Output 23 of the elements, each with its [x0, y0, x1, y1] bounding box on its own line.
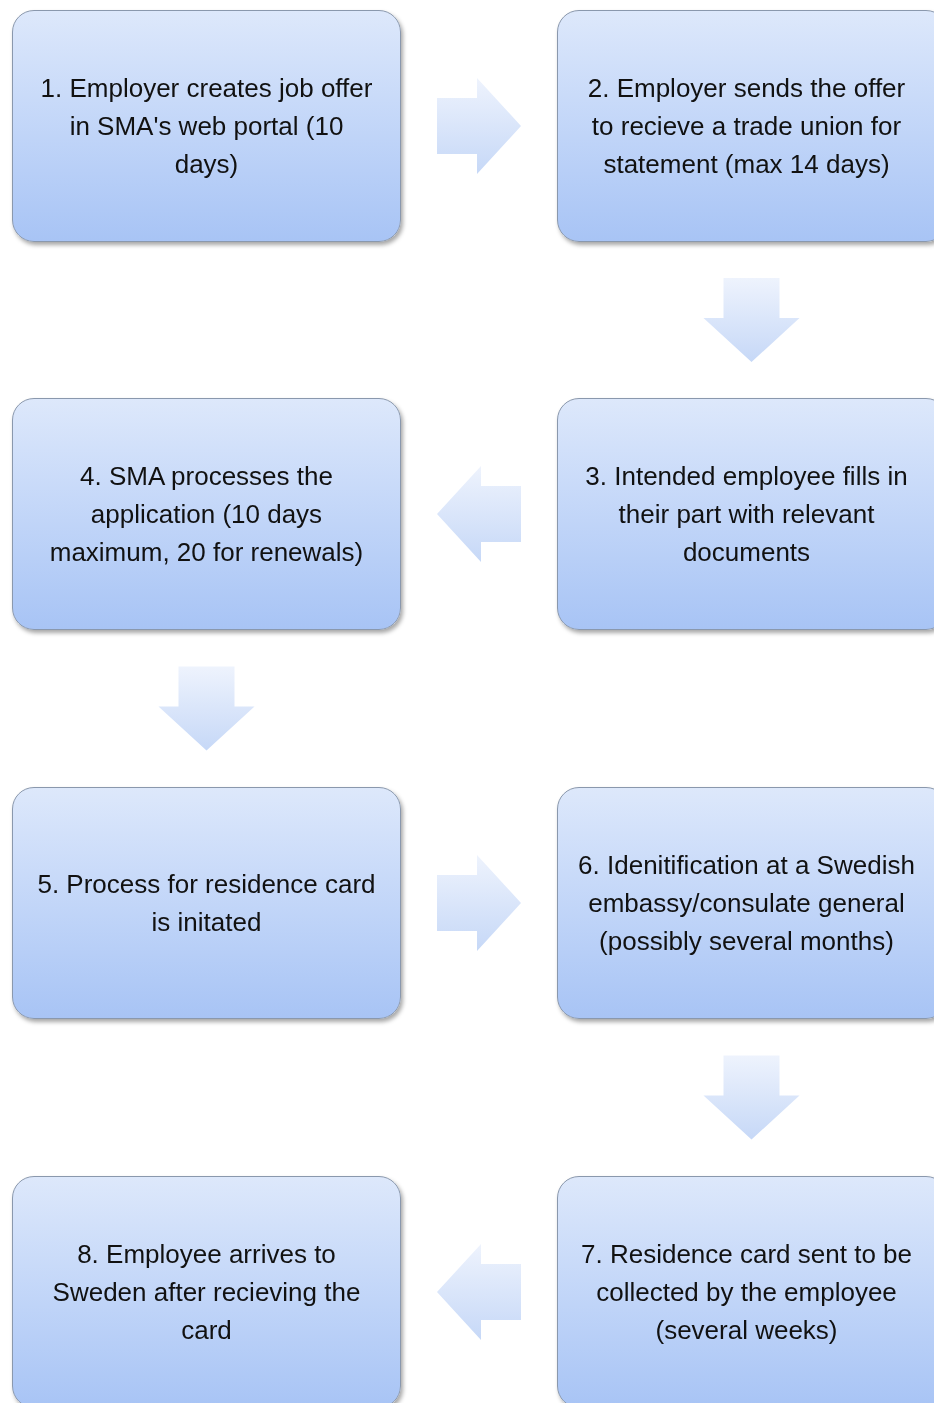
- step-text: 3. Intended employee fills in their part with relevant documents: [584, 460, 909, 569]
- step-text: 1. Employer creates job offer in SMA's web portal (10 days): [39, 72, 374, 181]
- step-text: 5. Process for residence card is initated: [36, 868, 377, 939]
- block-arrow: [703, 278, 800, 362]
- step-text: 8. Employee arrives to Sweden after recieving the card: [51, 1238, 362, 1347]
- process-box: [12, 398, 401, 630]
- process-box: [557, 398, 934, 630]
- step-text: 7. Residence card sent to be collected by the employee (several weeks): [580, 1238, 913, 1347]
- process-box: [12, 787, 401, 1019]
- step-text: 6. Idenitification at a Swedish embassy/consulate general (possibly several months): [577, 849, 916, 958]
- process-box: [557, 1176, 934, 1403]
- step-text: 2. Employer sends the offer to recieve a trade union for statement (max 14 days): [586, 72, 907, 181]
- block-arrow: [158, 666, 255, 751]
- block-arrow: [437, 855, 521, 951]
- process-box: [12, 1176, 401, 1403]
- block-arrow: [437, 466, 521, 562]
- step-text: 4. SMA processes the application (10 days maximum, 20 for renewals): [48, 460, 365, 569]
- process-box: [557, 787, 934, 1019]
- block-arrow: [703, 1055, 800, 1140]
- process-box: [557, 10, 934, 242]
- block-arrow: [437, 1244, 521, 1340]
- process-box: [12, 10, 401, 242]
- block-arrow: [437, 78, 521, 174]
